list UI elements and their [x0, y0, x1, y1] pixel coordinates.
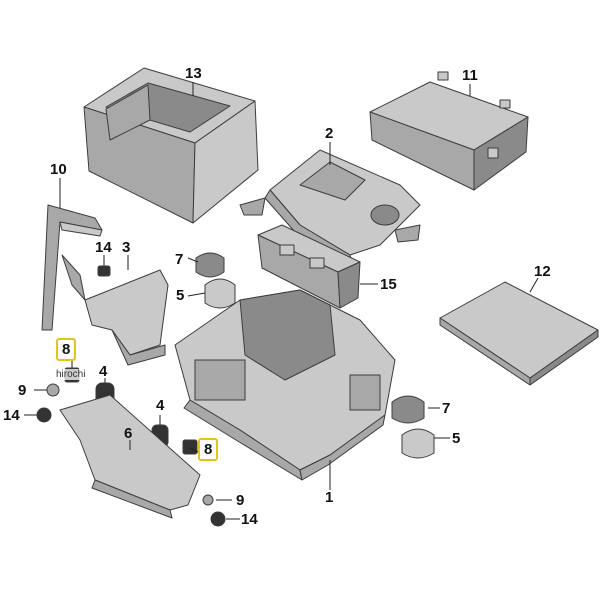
callout-2[interactable]: 2 [325, 125, 334, 142]
callout-5-top[interactable]: 5 [176, 287, 185, 304]
part-7-grommet-right [391, 395, 425, 424]
part-3-bracket [84, 269, 169, 366]
part-1-battery-tray [174, 289, 396, 481]
callout-14-lower[interactable]: 14 [241, 511, 258, 528]
part-9-screw-lower [202, 494, 214, 506]
callout-4-right[interactable]: 4 [156, 397, 165, 414]
callout-7-top[interactable]: 7 [175, 251, 184, 268]
part-7-grommet-top [195, 252, 225, 278]
callout-9-lower[interactable]: 9 [236, 492, 245, 509]
part-5-strap-right [401, 428, 435, 459]
part-12-pad [439, 281, 599, 386]
callout-10[interactable]: 10 [50, 161, 67, 178]
callout-3[interactable]: 3 [122, 239, 131, 256]
watermark: hirochi [55, 369, 87, 380]
callout-7-right[interactable]: 7 [442, 400, 451, 417]
callout-15[interactable]: 15 [380, 276, 397, 293]
callout-6[interactable]: 6 [124, 425, 133, 442]
leader-lines [24, 82, 539, 520]
callout-1[interactable]: 1 [325, 489, 334, 506]
callout-14-top[interactable]: 14 [95, 239, 112, 256]
part-14-nut-lower [210, 511, 226, 527]
callout-8-right[interactable]: 8 [198, 438, 219, 461]
part-8-clip-right [182, 439, 198, 455]
part-2-holder [239, 149, 421, 263]
part-11-cover [369, 71, 529, 191]
part-14-clip-top [97, 265, 111, 277]
callout-11[interactable]: 11 [462, 67, 478, 84]
callout-12[interactable]: 12 [534, 263, 551, 280]
part-15-module [257, 224, 361, 309]
part-13-frame [83, 67, 259, 224]
part-9-screw-left [46, 383, 60, 397]
callout-8-left[interactable]: 8 [56, 338, 77, 361]
callout-4-left[interactable]: 4 [99, 363, 108, 380]
part-14-nut-left [36, 407, 52, 423]
part-10-bracket [41, 204, 103, 331]
callout-14-left[interactable]: 14 [3, 407, 20, 424]
callout-13[interactable]: 13 [185, 65, 202, 82]
callout-9-left[interactable]: 9 [18, 382, 27, 399]
part-6-lower-bracket [59, 394, 201, 519]
part-5-strap-top [204, 278, 236, 309]
callout-5-right[interactable]: 5 [452, 430, 461, 447]
